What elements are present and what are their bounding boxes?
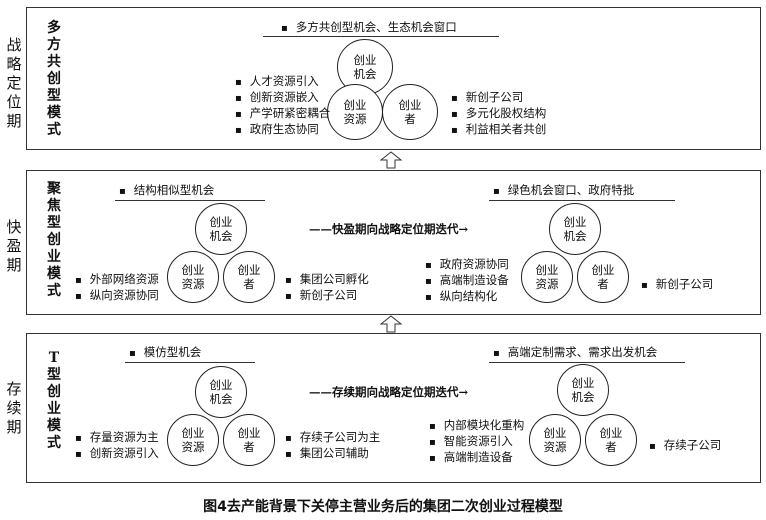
left-item: 纵向资源协同 <box>75 288 159 304</box>
left-item: 高端制造设备 <box>425 273 509 289</box>
top-item: 结构相似型机会 <box>119 183 215 199</box>
circle-entrepreneur: 创业 者 <box>577 251 629 303</box>
top-item: 模仿型机会 <box>129 345 202 361</box>
stage-label-strategic: 战略定位期 <box>6 36 22 130</box>
right-item: 多元化股权结构 <box>451 106 547 122</box>
top-item: 绿色机会窗口、政府特批 <box>493 183 635 199</box>
panel-quick-profit: 聚焦型创业模式 结构相似型机会 创业 机会 创业 资源 创业 者 外部网络资源 … <box>26 170 761 315</box>
circle-entrepreneur: 创业 者 <box>585 414 637 466</box>
transition-arrow: ——存续期向战略定位期迭代→ <box>309 385 469 399</box>
underline <box>489 200 675 201</box>
circle-resources: 创业 资源 <box>167 414 219 466</box>
right-item: 集团公司辅助 <box>285 446 369 462</box>
model-title-multi-party: 多方共创型模式 <box>47 20 61 138</box>
left-item: 外部网络资源 <box>75 272 159 288</box>
left-item: 创新资源引入 <box>75 446 159 462</box>
left-item: 人才资源引入 <box>235 74 319 90</box>
underline <box>263 36 499 37</box>
top-item: 高端定制需求、需求出发机会 <box>493 345 658 361</box>
left-item: 存量资源为主 <box>75 430 159 446</box>
circle-entrepreneur: 创业 者 <box>223 251 275 303</box>
circle-entrepreneur: 创业 者 <box>382 84 438 140</box>
circle-resources: 创业 资源 <box>327 84 383 140</box>
panel-survival: T型创业模式 模仿型机会 创业 机会 创业 资源 创业 者 存量资源为主 创新资… <box>26 333 761 483</box>
right-item: 新创子公司 <box>641 277 714 293</box>
panel-strategic: 多方共创型模式 多方共创型机会、生态机会窗口 创业 机会 创业 资源 创业 者 … <box>26 7 761 150</box>
left-item: 内部模块化重构 <box>429 418 525 434</box>
circle-resources: 创业 资源 <box>521 251 573 303</box>
underline <box>489 362 685 363</box>
circle-resources: 创业 资源 <box>167 251 219 303</box>
right-item: 新创子公司 <box>285 288 358 304</box>
left-item: 纵向结构化 <box>425 289 498 305</box>
up-arrow-icon <box>380 315 402 333</box>
stage-label-survival: 存续期 <box>6 380 22 436</box>
top-item: 多方共创型机会、生态机会窗口 <box>281 20 457 36</box>
transition-arrow: ——快盈期向战略定位期迭代→ <box>309 222 469 236</box>
underline <box>125 362 255 363</box>
left-item: 高端制造设备 <box>429 450 513 466</box>
left-item: 产学研紧密耦合 <box>235 106 331 122</box>
figure-caption: 图4去产能背景下关停主营业务后的集团二次创业过程模型 <box>203 499 563 515</box>
model-title-focused: 聚焦型创业模式 <box>47 181 61 299</box>
up-arrow-icon <box>380 151 402 169</box>
right-item: 存续子公司为主 <box>285 430 381 446</box>
circle-opportunity: 创业 机会 <box>549 203 601 255</box>
left-item: 政府生态协同 <box>235 122 319 138</box>
stage-label-quick-profit: 快盈期 <box>6 218 22 274</box>
circle-opportunity: 创业 机会 <box>557 364 609 416</box>
right-item: 存续子公司 <box>649 438 722 454</box>
right-item: 集团公司孵化 <box>285 272 369 288</box>
left-item: 创新资源嵌入 <box>235 90 319 106</box>
right-item: 新创子公司 <box>451 90 524 106</box>
right-item: 利益相关者共创 <box>451 122 547 138</box>
left-item: 政府资源协同 <box>425 257 509 273</box>
circle-resources: 创业 资源 <box>529 414 581 466</box>
circle-opportunity: 创业 机会 <box>195 203 247 255</box>
circle-opportunity: 创业 机会 <box>195 366 247 418</box>
left-item: 智能资源引入 <box>429 434 513 450</box>
underline <box>115 200 265 201</box>
model-title-t-type: T型创业模式 <box>47 350 61 451</box>
circle-entrepreneur: 创业 者 <box>223 414 275 466</box>
